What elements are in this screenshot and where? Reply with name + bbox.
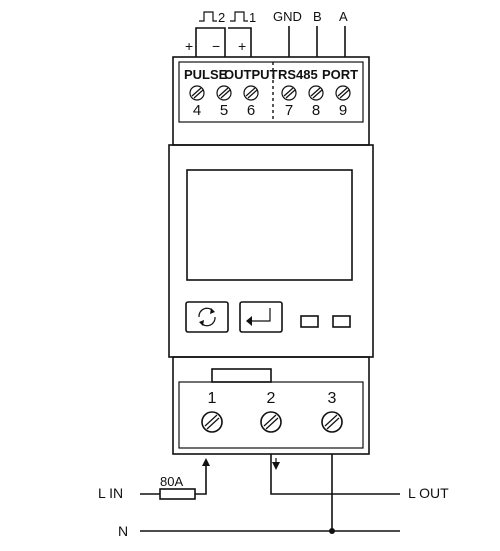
screw-terminal-8: 8 [308, 85, 324, 119]
polarity-plus-4: + [185, 38, 193, 54]
screw-terminal-icon [243, 85, 259, 101]
main-terminal-2: 2 [260, 390, 282, 433]
gnd-label: GND [273, 9, 302, 24]
terminal-number-8: 8 [312, 102, 320, 119]
up-arrow-icon [202, 458, 210, 466]
screw-terminal-icon [281, 85, 297, 101]
terminal-number-4: 4 [193, 102, 201, 119]
l-out-wire-from-terminal-2 [270, 454, 400, 495]
screw-terminal-5: 5 [216, 85, 232, 119]
rs485-group-label-2: PORT [322, 67, 358, 82]
indicator-led-2 [332, 315, 351, 328]
screw-terminal-4: 4 [189, 85, 205, 119]
main-terminal-number-1: 1 [208, 390, 217, 407]
meter-middle-block [168, 144, 374, 358]
terminal-number-7: 7 [285, 102, 293, 119]
terminal-bridge [211, 368, 272, 383]
rs485-group-label-1: RS485 [278, 67, 318, 82]
screw-terminal-7: 7 [281, 85, 297, 119]
neutral-junction-dot [329, 528, 335, 534]
main-terminal-number-3: 3 [328, 390, 337, 407]
top-terminal-strip [178, 61, 364, 123]
polarity-minus-5: − [212, 38, 220, 54]
l-in-label: L IN [98, 485, 123, 501]
l-out-label: L OUT [408, 485, 449, 501]
lcd-display [186, 169, 353, 281]
screw-terminal-icon [308, 85, 324, 101]
indicator-led-1 [300, 315, 319, 328]
pulse-group-label-1: PULSE [184, 67, 228, 82]
terminal-number-5: 5 [220, 102, 228, 119]
screw-terminal-icon [321, 411, 343, 433]
main-terminal-number-2: 2 [267, 390, 276, 407]
fuse [159, 488, 196, 500]
cycle-arrows-icon [198, 307, 216, 327]
l-in-wire-to-terminal-1 [195, 462, 207, 495]
pulse-2-wire-bracket [195, 27, 226, 57]
pulse-channel-1-label: 1 [230, 10, 256, 25]
screw-terminal-icon [201, 411, 223, 433]
fuse-rating: 80A [160, 474, 183, 489]
down-arrow-icon [272, 462, 280, 470]
neutral-label: N [118, 523, 128, 539]
screw-terminal-6: 6 [243, 85, 259, 119]
pulse-channel-2-number: 2 [218, 10, 225, 25]
pulse-wave-icon [199, 11, 217, 22]
pulse-channel-1-number: 1 [249, 10, 256, 25]
screw-terminal-icon [189, 85, 205, 101]
b-label: B [313, 9, 322, 24]
terminal-number-9: 9 [339, 102, 347, 119]
main-terminal-3: 3 [321, 390, 343, 433]
polarity-plus-6: + [238, 38, 246, 54]
main-terminal-1: 1 [201, 390, 223, 433]
screw-terminal-9: 9 [335, 85, 351, 119]
enter-arrow-icon [246, 308, 271, 326]
pulse-group-label-2: OUTPUT [224, 67, 278, 82]
enter-button[interactable] [239, 301, 283, 333]
pulse-channel-2-label: 2 [199, 10, 225, 25]
terminal-number-6: 6 [247, 102, 255, 119]
pulse-1-wire [228, 27, 252, 57]
cycle-button[interactable] [185, 301, 229, 333]
a-label: A [339, 9, 348, 24]
screw-terminal-icon [216, 85, 232, 101]
pulse-wave-icon [230, 11, 248, 22]
screw-terminal-icon [260, 411, 282, 433]
screw-terminal-icon [335, 85, 351, 101]
